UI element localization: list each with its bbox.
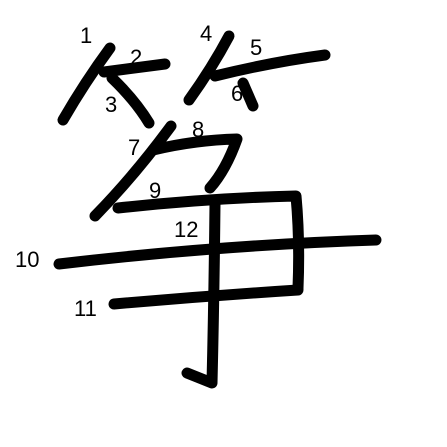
stroke-number-10: 10 [15,247,39,272]
stroke-2 [98,58,171,78]
stroke-number-6: 6 [231,81,243,106]
stroke-4 [183,30,235,106]
stroke-1 [57,42,116,126]
character-strokes [53,30,382,389]
stroke-number-11: 11 [74,296,97,321]
stroke-9 [112,190,305,294]
stroke-number-12: 12 [174,217,198,242]
stroke-3 [106,72,155,129]
stroke-number-3: 3 [105,92,117,117]
stroke-number-labels: 1 2 3 4 5 6 7 8 9 10 11 12 [15,21,262,321]
stroke-number-2: 2 [130,45,142,70]
stroke-number-1: 1 [80,23,92,48]
stroke-8 [147,133,243,194]
stroke-number-4: 4 [200,21,212,46]
stroke-number-9: 9 [149,178,161,203]
stroke-11 [108,284,304,310]
stroke-number-7: 7 [128,135,140,160]
stroke-5 [209,49,331,82]
stroke-7 [89,120,177,222]
stroke-12 [181,198,221,389]
stroke-6 [237,77,259,112]
stroke-number-5: 5 [250,35,262,60]
stroke-number-8: 8 [192,117,204,142]
